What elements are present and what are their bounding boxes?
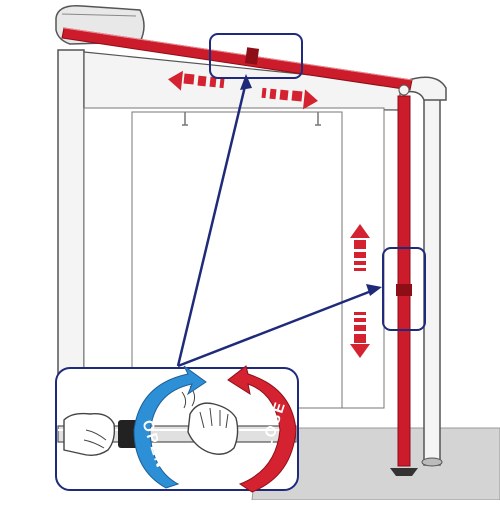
horizontal-bar bbox=[61, 27, 413, 96]
arrow-down-dash-2 bbox=[354, 318, 366, 322]
arrow-up-dash-2 bbox=[354, 252, 366, 258]
arrow-left-dash-4 bbox=[219, 77, 225, 89]
arrow-right-head bbox=[302, 89, 318, 110]
open-arrow-icon bbox=[133, 365, 207, 489]
corner-bracket bbox=[401, 76, 447, 101]
right-post bbox=[423, 89, 441, 466]
callout-box-vertical-joint bbox=[382, 247, 426, 331]
callout-box-horizontal-joint bbox=[209, 33, 303, 79]
arrow-left-dash-3 bbox=[209, 76, 217, 88]
arrow-right-dash-2 bbox=[269, 88, 277, 100]
twist-inset: OPEN CLOSE bbox=[55, 365, 299, 493]
leader-arrowhead-vertical bbox=[366, 284, 382, 296]
arrow-up-dash-4 bbox=[354, 268, 366, 271]
arrow-up-dash-3 bbox=[354, 261, 366, 265]
vertical-leg-joint bbox=[396, 284, 412, 296]
arrow-left-head bbox=[168, 70, 184, 91]
left-hand-fingers bbox=[83, 429, 107, 449]
horizontal-arrows-icon bbox=[168, 70, 318, 110]
arrow-right-dash-4 bbox=[291, 90, 303, 102]
cassette-line bbox=[61, 13, 137, 17]
door-panel bbox=[131, 111, 343, 409]
callouts bbox=[176, 33, 426, 368]
arrow-down-head bbox=[350, 344, 370, 358]
close-arrow-icon bbox=[227, 365, 297, 493]
vertical-leg bbox=[390, 95, 418, 476]
vertical-leg-foot bbox=[390, 468, 418, 476]
arrow-down-dash-1 bbox=[354, 312, 366, 315]
hook-left bbox=[182, 112, 188, 126]
right-hand-icon bbox=[187, 402, 239, 455]
arrow-up-head bbox=[350, 224, 370, 238]
arrow-down-dash-4 bbox=[354, 334, 366, 343]
vertical-arrows-icon bbox=[350, 224, 370, 358]
hook-right bbox=[315, 112, 321, 126]
horizontal-bar-end-fitting bbox=[398, 84, 410, 96]
left-hand-icon bbox=[63, 412, 116, 457]
arrow-up-dash-1 bbox=[354, 240, 366, 249]
right-post-foot bbox=[421, 457, 443, 467]
horizontal-bar-joint bbox=[244, 47, 260, 65]
arrow-right-dash-1 bbox=[261, 87, 267, 99]
awning-frame bbox=[57, 49, 500, 501]
right-hand-fingers bbox=[199, 407, 229, 429]
left-post bbox=[57, 49, 85, 416]
leader-line-vertical bbox=[177, 288, 375, 368]
arrow-left-dash-2 bbox=[197, 75, 207, 87]
arrow-down-dash-3 bbox=[354, 325, 366, 331]
leader-arrowhead-horizontal bbox=[240, 74, 252, 90]
arrow-left-dash-1 bbox=[183, 73, 195, 85]
arrow-right-dash-3 bbox=[279, 89, 289, 101]
vertical-leg-body bbox=[397, 95, 411, 467]
horizontal-bar-highlight bbox=[63, 27, 413, 81]
leader-line-horizontal bbox=[176, 81, 248, 367]
